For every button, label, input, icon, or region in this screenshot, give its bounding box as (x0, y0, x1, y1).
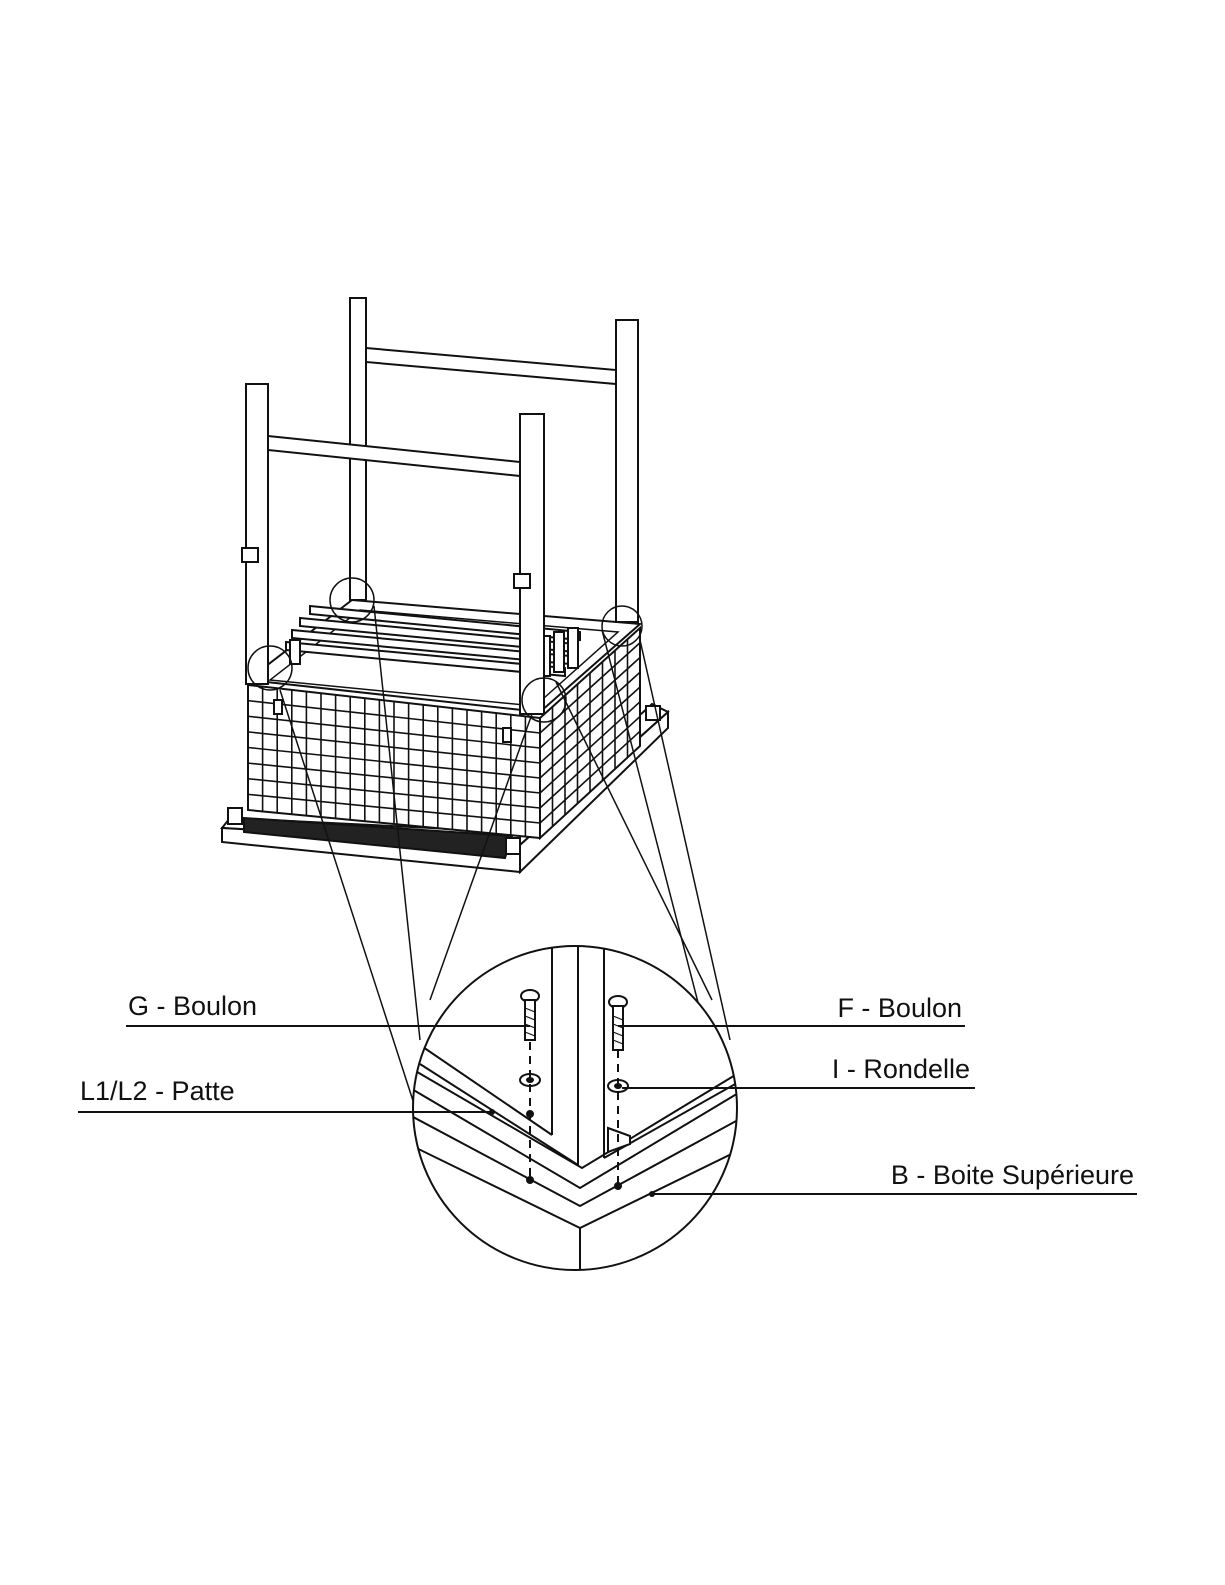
label-i-rondelle: I - Rondelle (832, 1054, 970, 1084)
zoom-detail (400, 940, 760, 1300)
label-l1l2-patte: L1/L2 - Patte (80, 1076, 235, 1106)
label-g-boulon: G - Boulon (128, 991, 257, 1021)
label-f-boulon: F - Boulon (837, 993, 962, 1023)
label-b-boite: B - Boite Supérieure (891, 1160, 1134, 1190)
